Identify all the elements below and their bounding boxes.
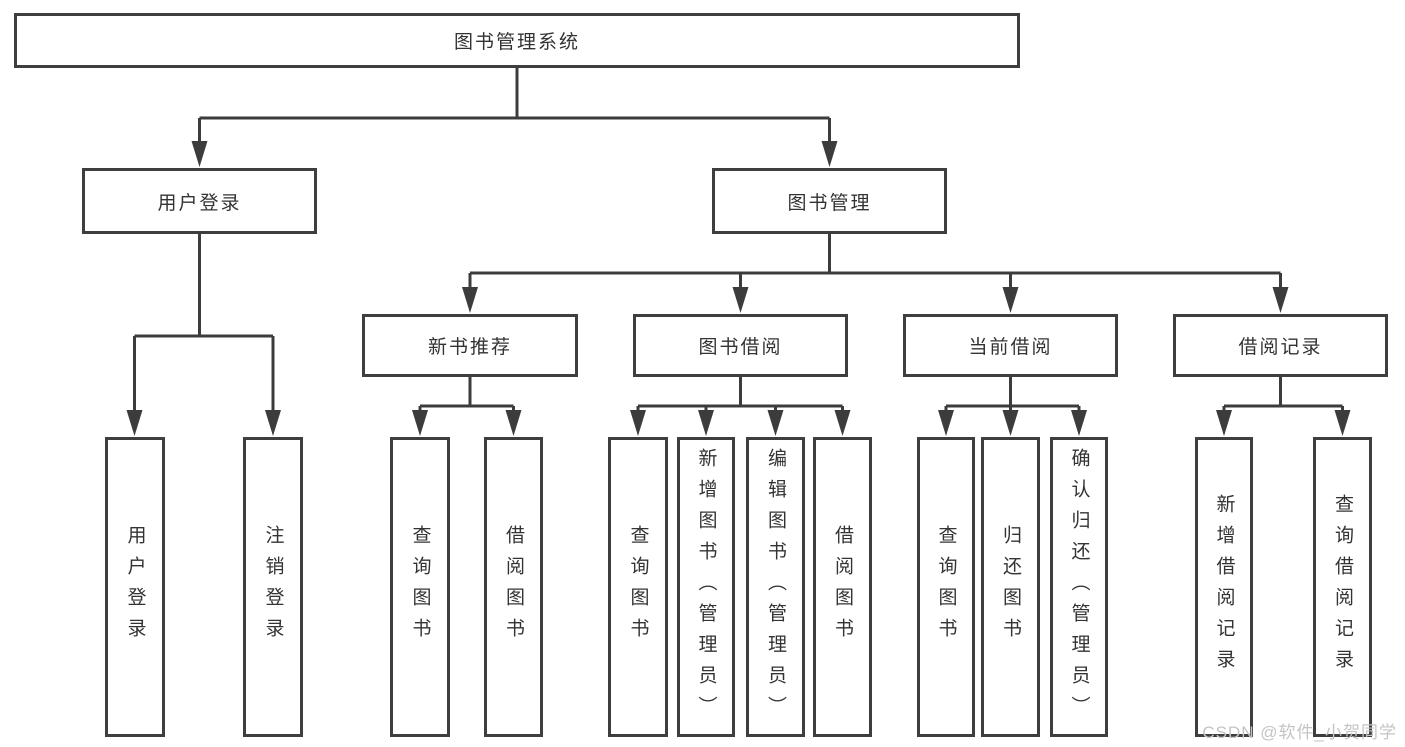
node-leaf-add-books-admin: 新增图书（管理员） <box>677 437 735 737</box>
node-label: 新增图书（管理员） <box>695 447 717 727</box>
node-leaf-logout: 注销登录 <box>243 437 303 737</box>
node-label: 图书管理系统 <box>453 32 580 53</box>
branch-current-borrowing <box>944 377 1081 414</box>
node-label: 图书借阅 <box>698 337 783 358</box>
node-label: 确认归还（管理员） <box>1068 447 1090 727</box>
node-label: 查询图书 <box>627 525 649 649</box>
node-label: 借阅记录 <box>1238 337 1323 358</box>
node-leaf-borrow-books: 借阅图书 <box>484 437 543 737</box>
arrowhead-icon <box>1071 410 1087 436</box>
arrowhead-icon <box>834 410 851 436</box>
node-current-borrowing: 当前借阅 <box>903 314 1118 377</box>
arrowhead-icon <box>412 410 428 436</box>
arrowhead-icon <box>630 410 646 436</box>
node-label: 注销登录 <box>262 525 284 649</box>
arrowhead-icon <box>265 410 281 436</box>
node-leaf-user-login: 用户登录 <box>105 437 165 737</box>
branch-root <box>198 68 831 146</box>
node-leaf-edit-books-admin: 编辑图书（管理员） <box>746 437 805 737</box>
node-book-management: 图书管理 <box>712 168 947 234</box>
arrowhead-icon <box>191 141 208 167</box>
node-label: 当前借阅 <box>968 337 1053 358</box>
node-leaf-query-books: 查询图书 <box>917 437 975 737</box>
arrowhead-icon <box>462 287 478 313</box>
node-new-book-recommend: 新书推荐 <box>362 314 578 377</box>
arrowhead-icon <box>698 410 714 436</box>
node-label: 图书管理 <box>787 192 872 214</box>
arrowhead-icon <box>505 410 522 436</box>
node-leaf-confirm-return-admin: 确认归还（管理员） <box>1050 437 1108 737</box>
arrowhead-icon <box>1216 410 1232 436</box>
node-leaf-return-books: 归还图书 <box>981 437 1040 737</box>
arrowhead-icon <box>767 410 784 436</box>
arrowhead-icon <box>1272 287 1289 313</box>
arrowhead-icon <box>938 410 954 436</box>
arrowhead-icon <box>821 141 838 167</box>
node-leaf-query-books: 查询图书 <box>390 437 450 737</box>
node-label: 新增借阅记录 <box>1213 494 1235 680</box>
node-label: 查询借阅记录 <box>1332 494 1353 680</box>
node-user-login: 用户登录 <box>82 168 317 234</box>
node-leaf-query-books: 查询图书 <box>608 437 668 737</box>
branch-book-borrowing <box>636 377 844 414</box>
arrowhead-icon <box>732 287 749 313</box>
node-root-system: 图书管理系统 <box>14 13 1020 68</box>
node-label: 借阅图书 <box>832 525 853 649</box>
node-leaf-borrow-books: 借阅图书 <box>813 437 872 737</box>
node-leaf-query-borrow-record: 查询借阅记录 <box>1313 437 1372 737</box>
arrowhead-icon <box>126 410 143 436</box>
branch-borrowing-records <box>1222 377 1344 414</box>
node-label: 查询图书 <box>409 525 431 649</box>
node-label: 新书推荐 <box>427 337 512 358</box>
branch-user-login <box>133 234 275 412</box>
node-label: 查询图书 <box>935 525 957 649</box>
node-label: 编辑图书（管理员） <box>765 447 786 727</box>
branch-book-management <box>468 234 1282 292</box>
node-borrowing-records: 借阅记录 <box>1173 314 1388 377</box>
node-leaf-add-borrow-record: 新增借阅记录 <box>1195 437 1253 737</box>
watermark: CSDN @软件_小贺同学 <box>1202 723 1397 742</box>
node-book-borrowing: 图书借阅 <box>633 314 848 377</box>
arrowhead-icon <box>1334 410 1351 436</box>
branch-new-book-recommend <box>418 377 515 414</box>
node-label: 用户登录 <box>124 525 146 649</box>
node-label: 用户登录 <box>157 192 242 214</box>
arrowhead-icon <box>1002 287 1019 313</box>
node-label: 借阅图书 <box>503 525 524 649</box>
node-label: 归还图书 <box>1000 525 1021 649</box>
arrowhead-icon <box>1002 410 1019 436</box>
